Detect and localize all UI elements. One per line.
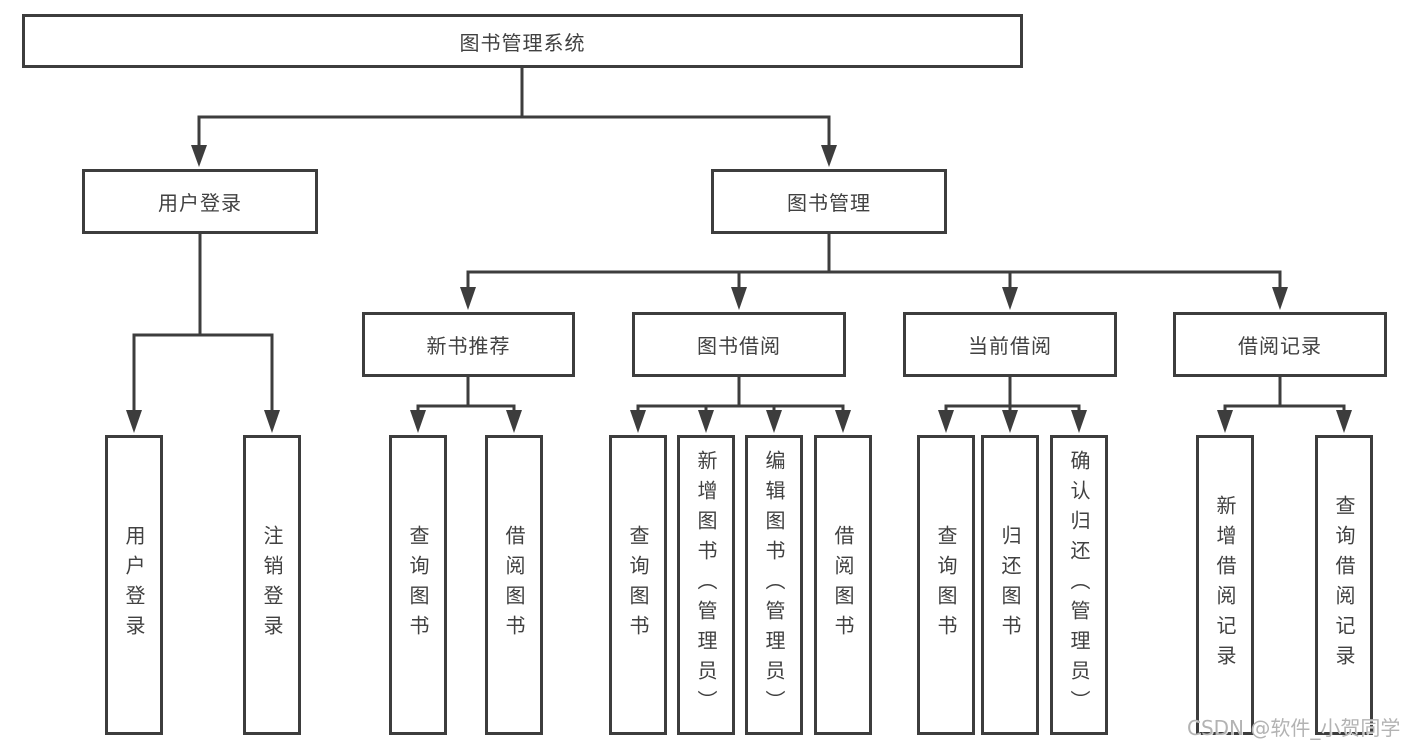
node-new-book-recommend: 新书推荐	[362, 312, 575, 377]
leaf-user-login: 用户登录	[105, 435, 163, 735]
leaf-borrow-add-books-admin: 新增图书（管理员）	[677, 435, 735, 735]
node-borrowing-records: 借阅记录	[1173, 312, 1387, 377]
node-user-login-branch: 用户登录	[82, 169, 318, 234]
leaf-borrow-query-books: 查询图书	[609, 435, 667, 735]
connector-book-management-to-modules	[460, 234, 1288, 310]
node-root-system: 图书管理系统	[22, 14, 1023, 68]
leaf-borrow-edit-books-admin: 编辑图书（管理员）	[745, 435, 803, 735]
leaf-current-return-books: 归还图书	[981, 435, 1039, 735]
connector-records-to-leaves	[1217, 377, 1352, 433]
leaf-recommend-borrow-books: 借阅图书	[485, 435, 543, 735]
node-current-borrowing: 当前借阅	[903, 312, 1117, 377]
leaf-records-query-record: 查询借阅记录	[1315, 435, 1373, 735]
leaf-current-confirm-return-admin: 确认归还（管理员）	[1050, 435, 1108, 735]
connector-root-to-branches	[191, 68, 837, 167]
connector-current-to-leaves	[938, 377, 1087, 433]
node-book-management-branch: 图书管理	[711, 169, 947, 234]
node-book-borrowing: 图书借阅	[632, 312, 846, 377]
connector-borrow-to-leaves	[630, 377, 851, 433]
leaf-recommend-query-books: 查询图书	[389, 435, 447, 735]
leaf-current-query-books: 查询图书	[917, 435, 975, 735]
connector-recommend-to-leaves	[410, 377, 522, 433]
connector-user-login-to-leaves	[126, 234, 280, 433]
leaf-borrow-borrow-books: 借阅图书	[814, 435, 872, 735]
leaf-logout: 注销登录	[243, 435, 301, 735]
csdn-watermark: CSDN @软件_小贺同学	[1187, 716, 1401, 740]
leaf-records-add-record: 新增借阅记录	[1196, 435, 1254, 735]
